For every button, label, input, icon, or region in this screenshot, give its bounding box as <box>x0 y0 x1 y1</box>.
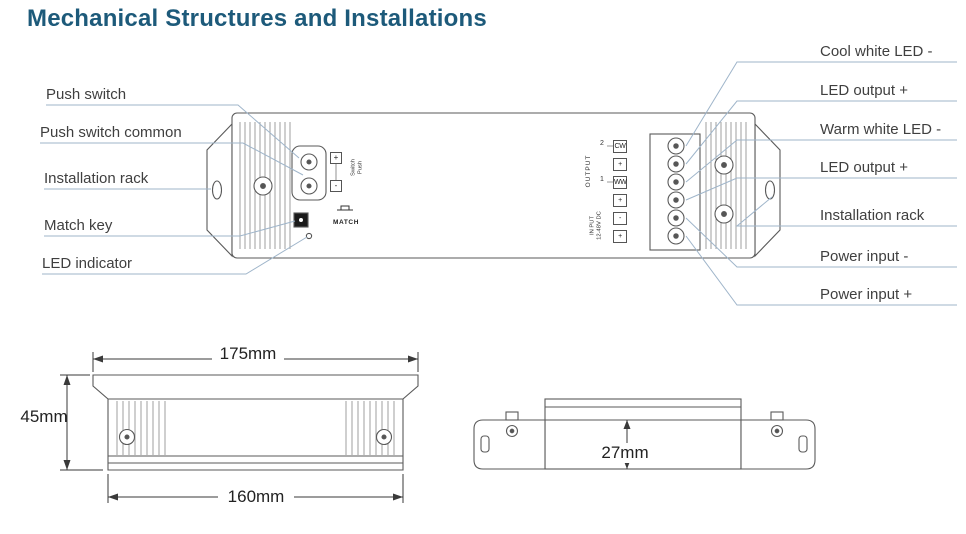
leader-match-key <box>44 220 296 237</box>
side-body-lines <box>545 406 741 421</box>
right-screw-top-center <box>721 162 727 168</box>
right-wing-hole <box>764 180 776 200</box>
push-switch-terminal-2-center <box>306 183 312 189</box>
dim-45-arrow-top <box>63 375 71 385</box>
input-label: IN PUT 12-48V DC <box>590 203 605 249</box>
dim-175-arrow-right <box>408 355 418 363</box>
push-button-icon <box>337 205 353 211</box>
terminal-label-cw: CW <box>613 140 627 153</box>
terminal-label-ww: WW <box>613 176 627 189</box>
switch-push-label-line2: Push <box>357 160 364 175</box>
dimension-top-width: 175mm <box>212 344 284 364</box>
push-switch-terminal-1-center <box>306 159 312 165</box>
leader-lines <box>40 61 957 306</box>
leader-power-input-minus <box>685 217 957 268</box>
device-top-view <box>206 112 781 259</box>
dimension-bottom-width: 160mm <box>218 487 294 507</box>
dim-160-arrow-right <box>393 493 403 501</box>
terminal-screw-3-center <box>673 179 679 185</box>
side-right-slot <box>798 435 808 453</box>
label-led-indicator: LED indicator <box>42 255 133 272</box>
leader-installation-rack-right <box>735 196 957 227</box>
leader-push-switch-common <box>40 142 304 176</box>
label-push-switch: Push switch <box>46 86 127 103</box>
label-power-input-plus: Power input + <box>820 286 913 303</box>
dimension-height: 45mm <box>20 407 68 426</box>
dim-175-arrow-left <box>93 355 103 363</box>
terminal-label-plus-2: + <box>613 194 627 207</box>
terminal-screw-4-center <box>673 197 679 203</box>
dim-27-arrow-top <box>623 420 631 429</box>
dim-160-extensions <box>107 474 404 503</box>
dim-45-arrow-bottom <box>63 460 71 470</box>
leader-cool-white <box>685 61 957 147</box>
terminal-screw-5-center <box>673 215 679 221</box>
front-left-ribs <box>116 401 166 455</box>
leader-led-indicator <box>42 236 308 275</box>
left-wing-hole <box>211 180 223 200</box>
label-installation-rack-left: Installation rack <box>44 170 149 187</box>
side-left-screw-center <box>509 428 515 434</box>
push-plus-terminal-box: + <box>330 152 342 164</box>
output-label: OUTPUT <box>585 154 592 188</box>
right-screw-bottom-center <box>721 211 727 217</box>
label-match-key: Match key <box>44 217 113 234</box>
side-right-cap <box>740 419 816 470</box>
label-installation-rack-right: Installation rack <box>820 207 925 224</box>
leader-led-output-2 <box>685 177 957 201</box>
input-label-line1: IN PUT <box>589 216 596 236</box>
leader-led-output-1 <box>685 100 957 165</box>
label-led-output-2: LED output + <box>820 159 908 176</box>
leader-warm-white <box>685 139 957 183</box>
leader-push-switch <box>46 104 300 159</box>
terminal-label-minus: - <box>613 212 627 225</box>
terminal-label-plus-1: + <box>613 158 627 171</box>
dimension-side-height: 27mm <box>594 443 656 463</box>
channel-2-label: 2 <box>600 140 604 147</box>
leader-power-input-plus <box>685 235 957 306</box>
input-label-line2: 12-48V DC <box>596 211 603 240</box>
led-indicator-dot <box>305 232 313 240</box>
side-right-bump <box>770 411 784 421</box>
dim-175-extensions <box>92 352 419 372</box>
front-right-ribs <box>345 401 395 455</box>
channel-ticks <box>607 145 613 183</box>
side-right-screw-center <box>774 428 780 434</box>
match-key-center <box>299 218 303 222</box>
terminal-screw-1-center <box>673 143 679 149</box>
side-view <box>473 398 816 470</box>
terminal-screw-6-center <box>673 233 679 239</box>
page-title: Mechanical Structures and Installations <box>27 5 487 32</box>
switch-push-label: Switch Push <box>351 148 366 188</box>
push-minus-terminal-box: - <box>330 180 342 192</box>
side-left-slot <box>480 435 490 453</box>
terminal-label-plus-3: + <box>613 230 627 243</box>
label-led-output-1: LED output + <box>820 82 908 99</box>
side-left-bump <box>505 411 519 421</box>
dim-160-arrow-left <box>108 493 118 501</box>
label-warm-white-led: Warm white LED - <box>820 121 942 138</box>
terminal-screw-2-center <box>673 161 679 167</box>
label-push-switch-common: Push switch common <box>40 124 182 141</box>
left-screw-center <box>260 183 266 189</box>
side-left-cap <box>473 419 546 470</box>
label-power-input-minus: Power input - <box>820 248 909 265</box>
front-right-screw-center <box>381 434 387 440</box>
channel-1-label: 1 <box>600 176 604 183</box>
front-left-screw-center <box>124 434 130 440</box>
front-base-lines <box>108 455 403 464</box>
label-cool-white-led: Cool white LED - <box>820 43 933 60</box>
right-vent-slots <box>705 122 747 249</box>
switch-push-label-line1: Switch <box>350 158 357 177</box>
match-label: MATCH <box>333 219 359 226</box>
front-view <box>92 374 419 471</box>
